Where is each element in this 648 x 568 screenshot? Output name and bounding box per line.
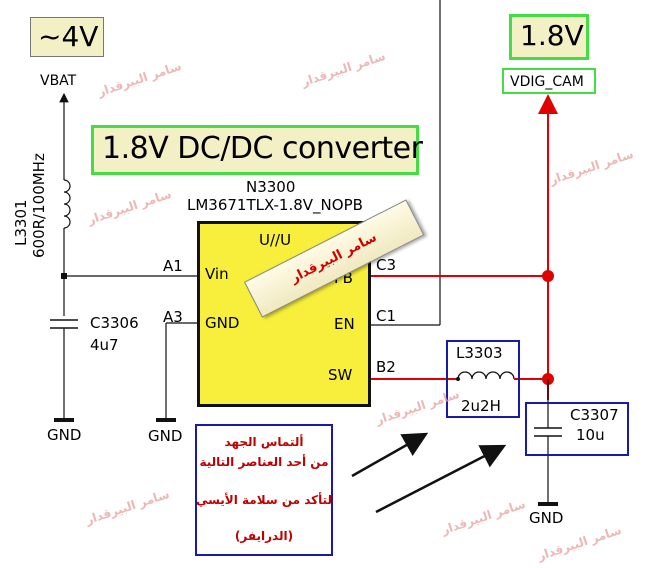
gnd-label-3: GND xyxy=(529,509,564,527)
gnd-label-1: GND xyxy=(47,426,82,444)
pin-en: EN xyxy=(334,315,355,333)
junction-fb xyxy=(542,270,554,282)
gnd-symbol-3 xyxy=(538,502,558,506)
chip-part: LM3671TLX-1.8V_NOPB xyxy=(187,196,363,214)
pin-c3: C3 xyxy=(376,256,397,274)
note-box xyxy=(195,424,333,556)
chip-center-label: U//U xyxy=(259,231,292,249)
gnd-symbol-1 xyxy=(54,418,74,422)
pin-a3: A3 xyxy=(163,308,183,326)
vdig-box xyxy=(502,68,596,94)
title-box xyxy=(91,125,419,175)
l3303-box xyxy=(446,340,520,418)
note-line-4: (الدرايفر) xyxy=(234,529,294,543)
c3306-ref: C3306 xyxy=(90,314,139,332)
gnd-label-2: GND xyxy=(148,427,183,445)
vdig-label: VDIG_CAM xyxy=(510,74,584,90)
c3306-value: 4u7 xyxy=(90,336,119,354)
title-label: 1.8V DC/DC converter xyxy=(102,131,423,166)
l3303-value: 2u2H xyxy=(461,397,501,415)
pointer-arrow-2 xyxy=(375,444,507,514)
pin-vin: Vin xyxy=(205,265,229,283)
l3303-ref: L3303 xyxy=(456,344,503,362)
voltage-out-label: 1.8V xyxy=(520,19,584,52)
voltage-in-box xyxy=(30,17,104,57)
pin-gnd: GND xyxy=(205,314,240,332)
pointer-arrow-1 xyxy=(351,432,429,478)
l3301-coil xyxy=(63,179,71,229)
l3301-value: 600R/100MHz xyxy=(30,153,48,258)
gnd-symbol-2 xyxy=(156,418,176,422)
note-line-1: ألتماس الجهد xyxy=(224,435,304,449)
c3307-box xyxy=(525,402,629,456)
pin-b2: B2 xyxy=(376,358,396,376)
note-line-3: لتأكد من سلامة الأيسي xyxy=(195,493,333,507)
pin-c1: C1 xyxy=(376,307,397,325)
pin-a1: A1 xyxy=(163,257,183,275)
vbat-label: VBAT xyxy=(40,73,77,89)
l3301-ref: L3301 xyxy=(12,199,30,246)
voltage-out-box xyxy=(509,14,589,60)
pin-sw: SW xyxy=(328,366,353,384)
l3303-coil xyxy=(457,371,515,380)
c3307-value: 10u xyxy=(576,426,605,444)
c3307-ref: C3307 xyxy=(570,406,619,424)
voltage-in-label: ~4V xyxy=(38,20,99,53)
chip-ref: N3300 xyxy=(246,178,296,196)
note-line-2: من أحد العناصر التالية xyxy=(199,455,329,469)
